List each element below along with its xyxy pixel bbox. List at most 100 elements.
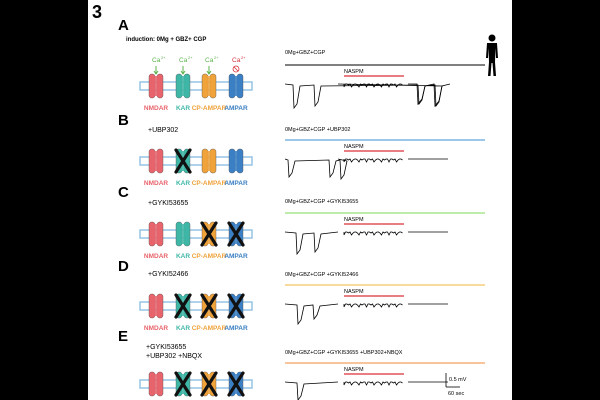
trace-label-A: 0Mg+GBZ+CGP	[285, 50, 326, 56]
receptor-label-ampar-C: AMPAR	[224, 253, 248, 260]
trace-label-E: 0Mg+GBZ+CGP +GYKI53655 +UBP302+NBQX	[285, 350, 403, 356]
trace-label-D: 0Mg+GBZ+CGP +GYKI52466	[285, 272, 358, 278]
trace-group-B: NASPM	[284, 139, 485, 181]
trace-label-C: 0Mg+GBZ+CGP +GYKI53655	[285, 199, 358, 205]
receptor-nmdar-D	[148, 293, 164, 319]
trace-segment-2-E	[343, 381, 403, 386]
receptor-label-ampar-A: AMPAR	[224, 105, 248, 112]
block-x-cp-ampar-D	[200, 293, 218, 319]
receptor-cp-ampar-B	[201, 148, 217, 174]
receptor-kar-A	[175, 73, 191, 99]
membrane-B	[139, 156, 253, 166]
naspm-label-A: NASPM	[344, 69, 364, 75]
trace-group-E: NASPM	[284, 362, 485, 400]
receptor-label-cp-ampar-C: CP-AMPAR	[192, 253, 227, 260]
naspm-label-C: NASPM	[344, 217, 364, 223]
calcium-superscript-kar: 2+	[188, 55, 193, 60]
receptor-label-kar-C: KAR	[176, 253, 190, 260]
receptor-nmdar-E	[148, 371, 164, 397]
trace-segment-1-E	[284, 381, 339, 400]
scale-bar-horizontal-label: 60 sec	[448, 391, 464, 397]
membrane-A	[139, 81, 253, 91]
calcium-arrowhead-nmdar	[153, 70, 159, 75]
naspm-label-D: NASPM	[344, 289, 364, 295]
trace-group-A: NASPM	[284, 64, 485, 110]
receptor-label-kar-B: KAR	[176, 180, 190, 187]
row-letter-A: A	[118, 17, 129, 34]
trace-group-D: NASPM	[284, 284, 485, 326]
trace-segment-2-B	[343, 158, 403, 163]
receptor-label-ampar-D: AMPAR	[224, 325, 248, 332]
trace-segment-1-A	[284, 83, 443, 110]
receptor-label-kar-A: KAR	[176, 105, 190, 112]
calcium-label-ampar: Ca	[232, 57, 241, 64]
trace-segment-2-D	[343, 303, 403, 308]
receptor-label-cp-ampar-B: CP-AMPAR	[192, 180, 227, 187]
trace-segment-2-C	[343, 231, 403, 236]
receptor-label-nmdar-D: NMDAR	[144, 325, 168, 332]
no-entry-slash	[233, 66, 239, 72]
naspm-label-B: NASPM	[344, 144, 364, 150]
trace-segment-3-A	[408, 83, 451, 108]
calcium-superscript-nmdar: 2+	[161, 55, 166, 60]
calcium-arrowhead-cp-ampar	[206, 70, 212, 75]
row-letter-E: E	[118, 328, 128, 345]
condition-C: +GYKI53655	[148, 200, 188, 207]
block-x-kar-E	[174, 371, 192, 397]
block-x-cp-ampar-C	[200, 221, 218, 247]
receptor-label-nmdar-B: NMDAR	[144, 180, 168, 187]
block-x-kar-D	[174, 293, 192, 319]
receptor-nmdar-A	[148, 73, 164, 99]
trace-segment-1-B	[284, 158, 348, 181]
receptor-cp-ampar-A	[201, 73, 217, 99]
receptor-label-nmdar-C: NMDAR	[144, 253, 168, 260]
human-icon	[486, 34, 498, 76]
receptor-label-kar-D: KAR	[176, 325, 190, 332]
calcium-arrowhead-kar	[180, 70, 186, 75]
calcium-label-kar: Ca	[179, 57, 188, 64]
trace-segment-2-A	[343, 83, 403, 88]
trace-label-B: 0Mg+GBZ+CGP +UBP302	[285, 127, 350, 133]
block-x-ampar-E	[227, 371, 245, 397]
receptor-kar-C	[175, 221, 191, 247]
receptor-label-cp-ampar-D: CP-AMPAR	[192, 325, 227, 332]
trace-group-C: NASPM	[284, 212, 485, 256]
row-letter-D: D	[118, 258, 129, 275]
receptor-nmdar-C	[148, 221, 164, 247]
row-letter-B: B	[118, 112, 129, 129]
condition-D: +GYKI52466	[148, 271, 188, 278]
condition-E-line1: +GYKI53655	[146, 344, 186, 351]
trace-segment-1-D	[284, 303, 339, 326]
scale-bar-vertical-label: 0.5 mV	[449, 377, 467, 383]
membrane-C	[139, 229, 253, 239]
receptor-label-ampar-B: AMPAR	[224, 180, 248, 187]
figure-number: 3	[92, 2, 102, 22]
receptor-label-nmdar-A: NMDAR	[144, 105, 168, 112]
block-x-ampar-C	[227, 221, 245, 247]
no-entry-icon	[232, 65, 240, 73]
receptor-ampar-B	[228, 148, 244, 174]
condition-E-line2: +UBP302 +NBQX	[146, 353, 202, 360]
row-E: E +GYKI53655 +UBP302 +NBQX NMDAR KARCP-AM…	[118, 328, 485, 400]
membrane-D	[139, 301, 253, 311]
receptor-nmdar-B	[148, 148, 164, 174]
receptor-label-cp-ampar-A: CP-AMPAR	[192, 105, 227, 112]
naspm-label-E: NASPM	[344, 367, 364, 373]
condition-B: +UBP302	[148, 127, 178, 134]
calcium-superscript-cp-ampar: 2+	[214, 55, 219, 60]
block-x-kar-B	[174, 148, 192, 174]
calcium-label-cp-ampar: Ca	[205, 57, 214, 64]
membrane-E	[139, 379, 253, 389]
row-letter-C: C	[118, 184, 129, 201]
condition-A: induction: 0Mg + GBZ+ CGP	[126, 37, 206, 43]
